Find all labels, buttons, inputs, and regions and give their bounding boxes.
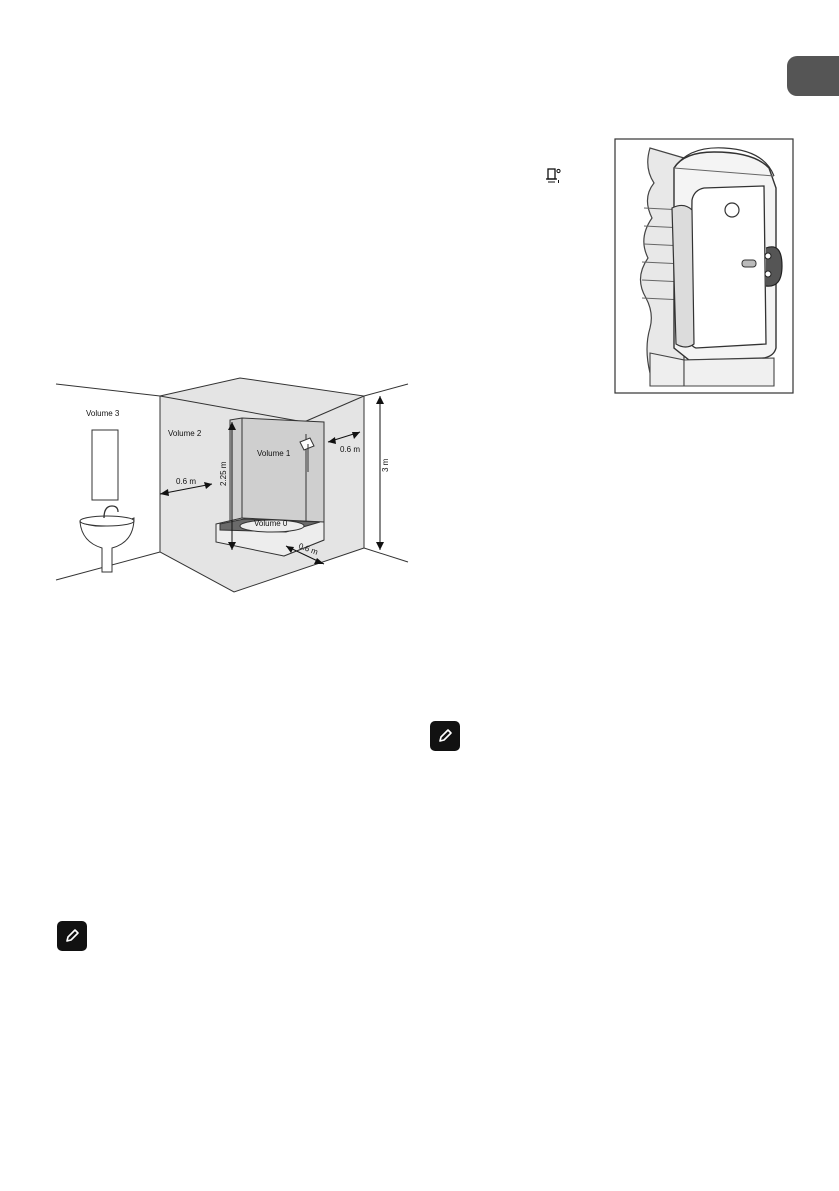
bathroom-volumes-diagram: 3 m 2.25 m 0.6 m 0.6 m 0.6 m Volume 3 Vo… bbox=[55, 377, 409, 593]
dim-right-label: 0.6 m bbox=[340, 445, 360, 454]
page-side-tab bbox=[787, 56, 839, 96]
dim-left-label: 0.6 m bbox=[176, 477, 196, 486]
pencil-note-icon bbox=[57, 921, 87, 951]
pencil-note-icon bbox=[430, 721, 460, 751]
heater-symbol-icon bbox=[546, 168, 561, 183]
volume3-label: Volume 3 bbox=[86, 409, 120, 418]
heater-illustration bbox=[614, 138, 794, 394]
dim-height-label: 2.25 m bbox=[219, 461, 228, 486]
dim-wall-label: 3 m bbox=[381, 458, 390, 472]
volume0-label: Volume 0 bbox=[254, 519, 288, 528]
volume1-label: Volume 1 bbox=[257, 449, 291, 458]
volume2-label: Volume 2 bbox=[168, 429, 202, 438]
